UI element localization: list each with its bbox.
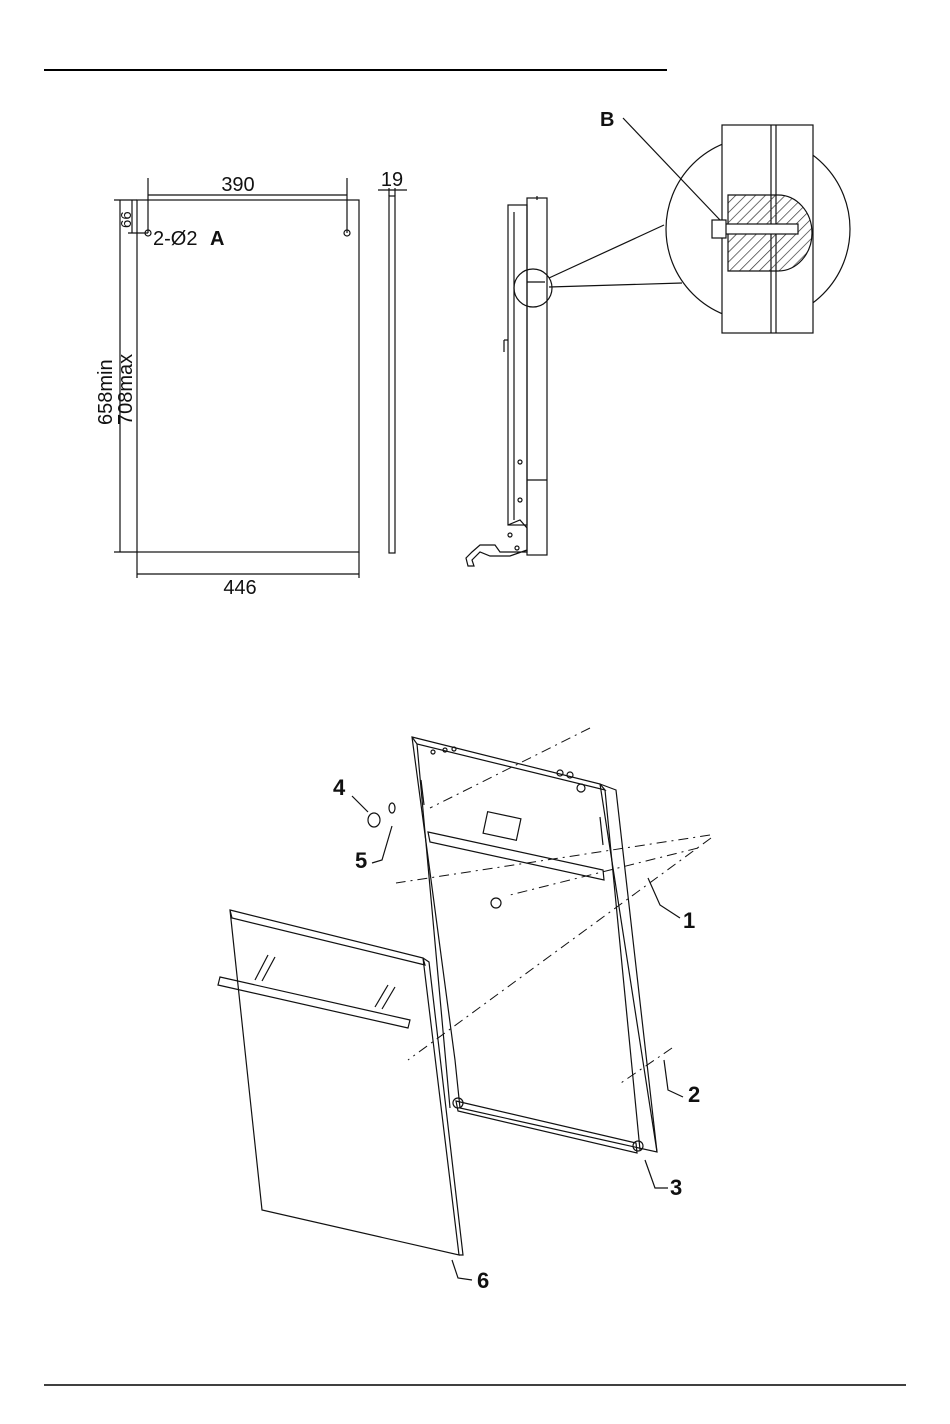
thickness-view [378,188,407,553]
dim-height-max: 708max [115,354,137,425]
handle-bar [218,977,410,1028]
front-view [114,178,359,578]
callout-5: 5 [355,848,367,873]
hole-spec-label: 2-Ø2 [153,228,197,250]
callout-1: 1 [683,908,695,933]
detail-b [623,118,850,333]
callout-3: 3 [670,1175,682,1200]
door-panel-outline [137,200,359,552]
exploded-assembly [218,737,657,1255]
dim-hole-offset: 66 [118,211,135,228]
label-a: A [210,228,224,250]
dim-width-top: 390 [221,174,254,196]
callout-4: 4 [333,775,346,800]
callout-6: 6 [477,1268,489,1293]
callout-2: 2 [688,1082,700,1107]
callout-leaders [352,796,683,1280]
dim-thickness: 19 [381,169,403,191]
label-b: B [600,109,614,131]
dim-width-bottom: 446 [223,577,256,599]
side-view [466,196,682,566]
dim-height-min: 658min [95,359,117,425]
